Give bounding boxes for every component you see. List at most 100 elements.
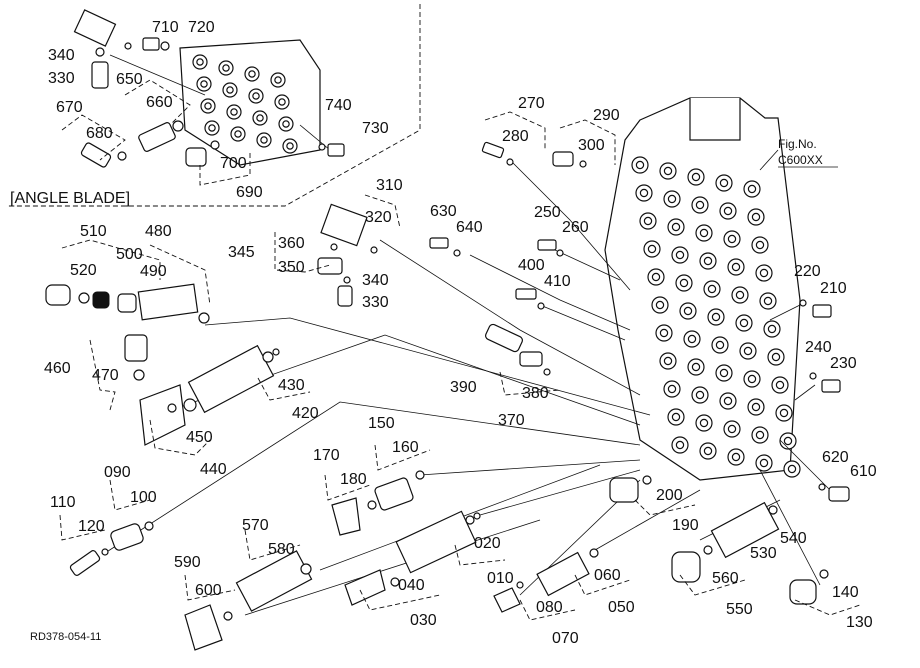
callout-370: 370 — [498, 412, 525, 429]
callout-310: 310 — [376, 177, 403, 194]
spool-plug-hub — [252, 92, 260, 100]
callout-050: 050 — [608, 599, 635, 616]
spool-plug-hub — [647, 244, 657, 254]
pilot-block — [73, 9, 117, 47]
spool-plug-hub — [659, 328, 669, 338]
callout-430: 430 — [278, 377, 305, 394]
callout-260: 260 — [562, 219, 589, 236]
callout-350: 350 — [278, 259, 305, 276]
spool-plug-hub — [282, 120, 290, 128]
callout-labels: 710 720 340 330 650 660 670 680 740 730 … — [44, 19, 877, 647]
callout-160: 160 — [392, 439, 419, 456]
spool-plug-hub — [739, 318, 749, 328]
spool-plug-hub — [655, 300, 665, 310]
callout-330-b: 330 — [362, 294, 389, 311]
spool-plug-hub — [715, 340, 725, 350]
callout-720: 720 — [188, 19, 215, 36]
callout-590: 590 — [174, 554, 201, 571]
spool-plug-hub — [667, 194, 677, 204]
callout-120: 120 — [78, 518, 105, 535]
adapter-330 — [91, 61, 109, 89]
spool-plug-hub — [635, 160, 645, 170]
callout-600: 600 — [195, 582, 222, 599]
callout-110: 110 — [50, 494, 76, 511]
callout-320: 320 — [365, 209, 392, 226]
callout-380: 380 — [522, 385, 549, 402]
spool-plug-hub — [204, 102, 212, 110]
callout-250: 250 — [534, 204, 561, 221]
callout-550: 550 — [726, 601, 753, 618]
callout-440: 440 — [200, 461, 227, 478]
leader-lines — [104, 54, 831, 616]
callout-070: 070 — [552, 630, 579, 647]
callout-480: 480 — [145, 223, 172, 240]
callout-200: 200 — [656, 487, 683, 504]
callout-140: 140 — [832, 584, 859, 601]
spool-plug-hub — [751, 402, 761, 412]
spool-plug-hub — [719, 178, 729, 188]
spool-plug-hub — [222, 64, 230, 72]
spool-plug-hub — [675, 440, 685, 450]
spool-plug-hub — [783, 436, 793, 446]
spool-plug-hub — [719, 368, 729, 378]
spool-plug-hub — [779, 408, 789, 418]
spool-plug-hub — [663, 356, 673, 366]
spool-plug-hub — [274, 76, 282, 84]
callout-450: 450 — [186, 429, 213, 446]
group-brackets — [59, 79, 861, 621]
callout-680: 680 — [86, 125, 113, 142]
spool-plug-hub — [256, 114, 264, 122]
callout-520: 520 — [70, 262, 97, 279]
callout-610: 610 — [850, 463, 877, 480]
spool-plug-hub — [208, 124, 216, 132]
callout-190: 190 — [672, 517, 699, 534]
callout-300: 300 — [578, 137, 605, 154]
spool-plug-hub — [699, 418, 709, 428]
figure-number-code: C600XX — [778, 153, 823, 167]
parts — [45, 9, 850, 651]
callout-090: 090 — [104, 464, 131, 481]
callout-345: 345 — [228, 244, 255, 261]
spool-plug-hub — [759, 458, 769, 468]
callout-470: 470 — [92, 367, 119, 384]
callout-570: 570 — [242, 517, 269, 534]
spool-plug-hub — [731, 262, 741, 272]
spool-plug-hub — [707, 284, 717, 294]
callout-170: 170 — [313, 447, 340, 464]
callout-100: 100 — [130, 489, 157, 506]
callout-640: 640 — [456, 219, 483, 236]
spool-plug-hub — [663, 166, 673, 176]
callout-130: 130 — [846, 614, 873, 631]
spool-plug-hub — [695, 390, 705, 400]
spool-plug-hub — [763, 296, 773, 306]
spool-plug-hub — [711, 312, 721, 322]
spool-plug-hub — [775, 380, 785, 390]
callout-040: 040 — [398, 577, 425, 594]
spool-plug-hub — [196, 58, 204, 66]
spool-plug-hub — [671, 412, 681, 422]
callout-360: 360 — [278, 235, 305, 252]
spool-plug-hub — [234, 130, 242, 138]
spool-plug-hub — [723, 396, 733, 406]
spool-plug-hub — [643, 216, 653, 226]
spool-plug-hub — [747, 374, 757, 384]
callout-180: 180 — [340, 471, 367, 488]
callout-630: 630 — [430, 203, 457, 220]
callout-460: 460 — [44, 360, 71, 377]
callout-150: 150 — [368, 415, 395, 432]
control-valve-assembly — [604, 97, 801, 481]
callout-020: 020 — [474, 535, 501, 552]
inset-valve-assembly — [179, 39, 321, 166]
spool-plug-hub — [703, 446, 713, 456]
callout-280: 280 — [502, 128, 529, 145]
callout-390: 390 — [450, 379, 477, 396]
callout-400: 400 — [518, 257, 545, 274]
spool-plug-hub — [747, 184, 757, 194]
spool-plug-hub — [226, 86, 234, 94]
callout-270: 270 — [518, 95, 545, 112]
spool-plug-hub — [651, 272, 661, 282]
callout-030: 030 — [410, 612, 437, 629]
drawing-code: RD378-054-11 — [30, 631, 101, 643]
spool-plug-hub — [691, 362, 701, 372]
